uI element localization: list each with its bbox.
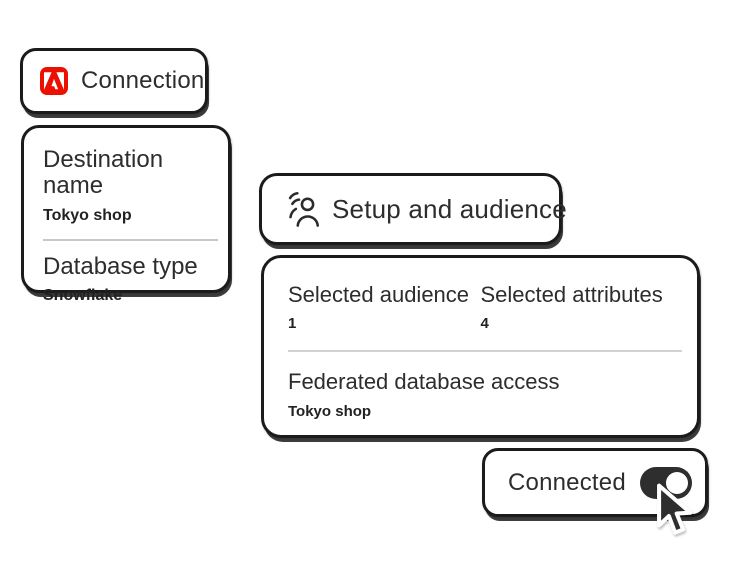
connection-chip: Connection xyxy=(20,48,208,114)
database-type-value: Snowflake xyxy=(43,287,123,305)
federated-access-label: Federated database access xyxy=(288,369,560,395)
setup-audience-label: Setup and audience xyxy=(332,193,567,224)
destination-name-value: Tokyo shop xyxy=(43,206,132,224)
selected-audience-stat: Selected audience 1 xyxy=(288,282,481,332)
connection-details-card: Destination name Tokyo shop Database typ… xyxy=(21,125,231,304)
selected-attributes-stat: Selected attributes 4 xyxy=(481,282,674,332)
selected-audience-value: 1 xyxy=(288,315,297,333)
database-type-label: Database type xyxy=(43,252,198,280)
federated-access-value: Tokyo shop xyxy=(288,403,372,421)
connection-chip-label: Connection xyxy=(81,67,205,94)
connected-label: Connected xyxy=(508,468,626,496)
summary-divider xyxy=(288,350,682,353)
audience-icon xyxy=(285,189,319,229)
adobe-logo-icon xyxy=(40,67,68,95)
connected-card: Connected xyxy=(482,448,708,517)
summary-card: Selected audience 1 Selected attributes … xyxy=(261,255,700,438)
selected-audience-label: Selected audience xyxy=(288,282,470,307)
selected-attributes-value: 4 xyxy=(480,315,489,333)
summary-stats-row: Selected audience 1 Selected attributes … xyxy=(288,282,673,332)
selected-attributes-label: Selected attributes xyxy=(480,282,663,307)
details-divider xyxy=(43,238,218,241)
cursor-arrow-icon xyxy=(654,480,698,542)
setup-audience-chip: Setup and audience xyxy=(259,173,567,245)
destination-name-label: Destination name xyxy=(43,146,164,200)
toggle-knob xyxy=(666,471,688,494)
